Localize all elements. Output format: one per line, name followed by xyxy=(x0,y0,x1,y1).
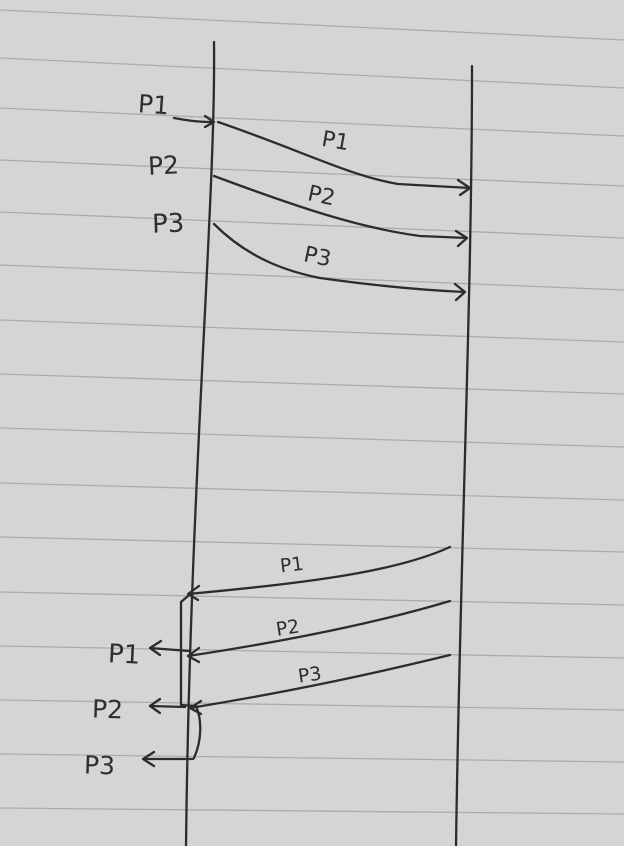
reply-arrow-p2 xyxy=(186,599,452,664)
left-lifeline xyxy=(184,40,216,846)
reply-label-p2: P2 xyxy=(274,615,301,640)
output-label-p2: P2 xyxy=(92,694,124,724)
forward-arrow-p2 xyxy=(212,174,469,248)
output-label-p1: P1 xyxy=(107,639,141,671)
forward-label-p1: P1 xyxy=(320,127,351,156)
output-arrow-p1 xyxy=(148,639,191,657)
right-lifeline xyxy=(454,64,474,846)
reply-label-p3: P3 xyxy=(297,663,323,688)
output-arrow-p2 xyxy=(148,697,187,715)
reply-arrow-p1 xyxy=(186,545,452,602)
output-label-p3: P3 xyxy=(84,750,116,780)
reorder-bracket xyxy=(179,594,202,760)
forward-label-p3: P3 xyxy=(301,242,333,272)
input-label-p2: P2 xyxy=(147,150,179,181)
forward-arrow-p1 xyxy=(216,120,472,197)
forward-label-p2: P2 xyxy=(305,181,337,211)
reply-label-p1: P1 xyxy=(279,553,305,578)
input-label-p1: P1 xyxy=(137,89,170,120)
output-arrow-p3 xyxy=(141,750,195,768)
forward-arrow-p3 xyxy=(212,222,467,302)
ruled-lines xyxy=(0,9,624,815)
input-arrow-p1 xyxy=(172,114,216,129)
input-label-p3: P3 xyxy=(152,209,185,240)
